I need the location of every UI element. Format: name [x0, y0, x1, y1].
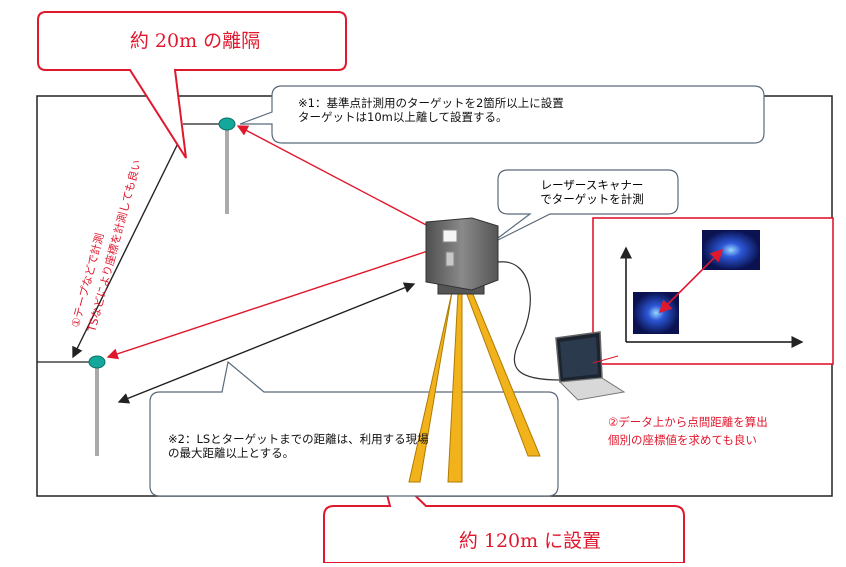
laptop-icon [555, 331, 626, 401]
callout-top-text: 約 20m の離隔 [129, 30, 261, 52]
note1-bubble [239, 85, 765, 144]
point-cloud-panel [592, 217, 834, 365]
laptop-caption: ②データ上から点間距離を算出 個別の座標値を求めても良い [608, 415, 768, 448]
note1-text: ※1：基準点計測用のターゲットを2箇所以上に設置 ターゲットは10m以上離して設… [298, 96, 564, 125]
laser-line-to-upper [236, 125, 450, 238]
scanner-bubble [489, 169, 679, 245]
target-upper [218, 117, 236, 214]
callout-bottom-text: 約 120m に設置 [458, 530, 602, 552]
distance-arrow-targets [72, 131, 184, 359]
note2-text: ※2：LSとターゲットまでの距離は、利用する現場 の最大距離以上とする。 [168, 432, 429, 461]
distance-arrow-scanner [117, 282, 416, 404]
callout-top [37, 11, 347, 159]
callout-bottom [323, 456, 685, 564]
laser-scanner [408, 217, 561, 483]
scanner-label: レーザースキャナー でターゲットを計測 [540, 178, 644, 207]
